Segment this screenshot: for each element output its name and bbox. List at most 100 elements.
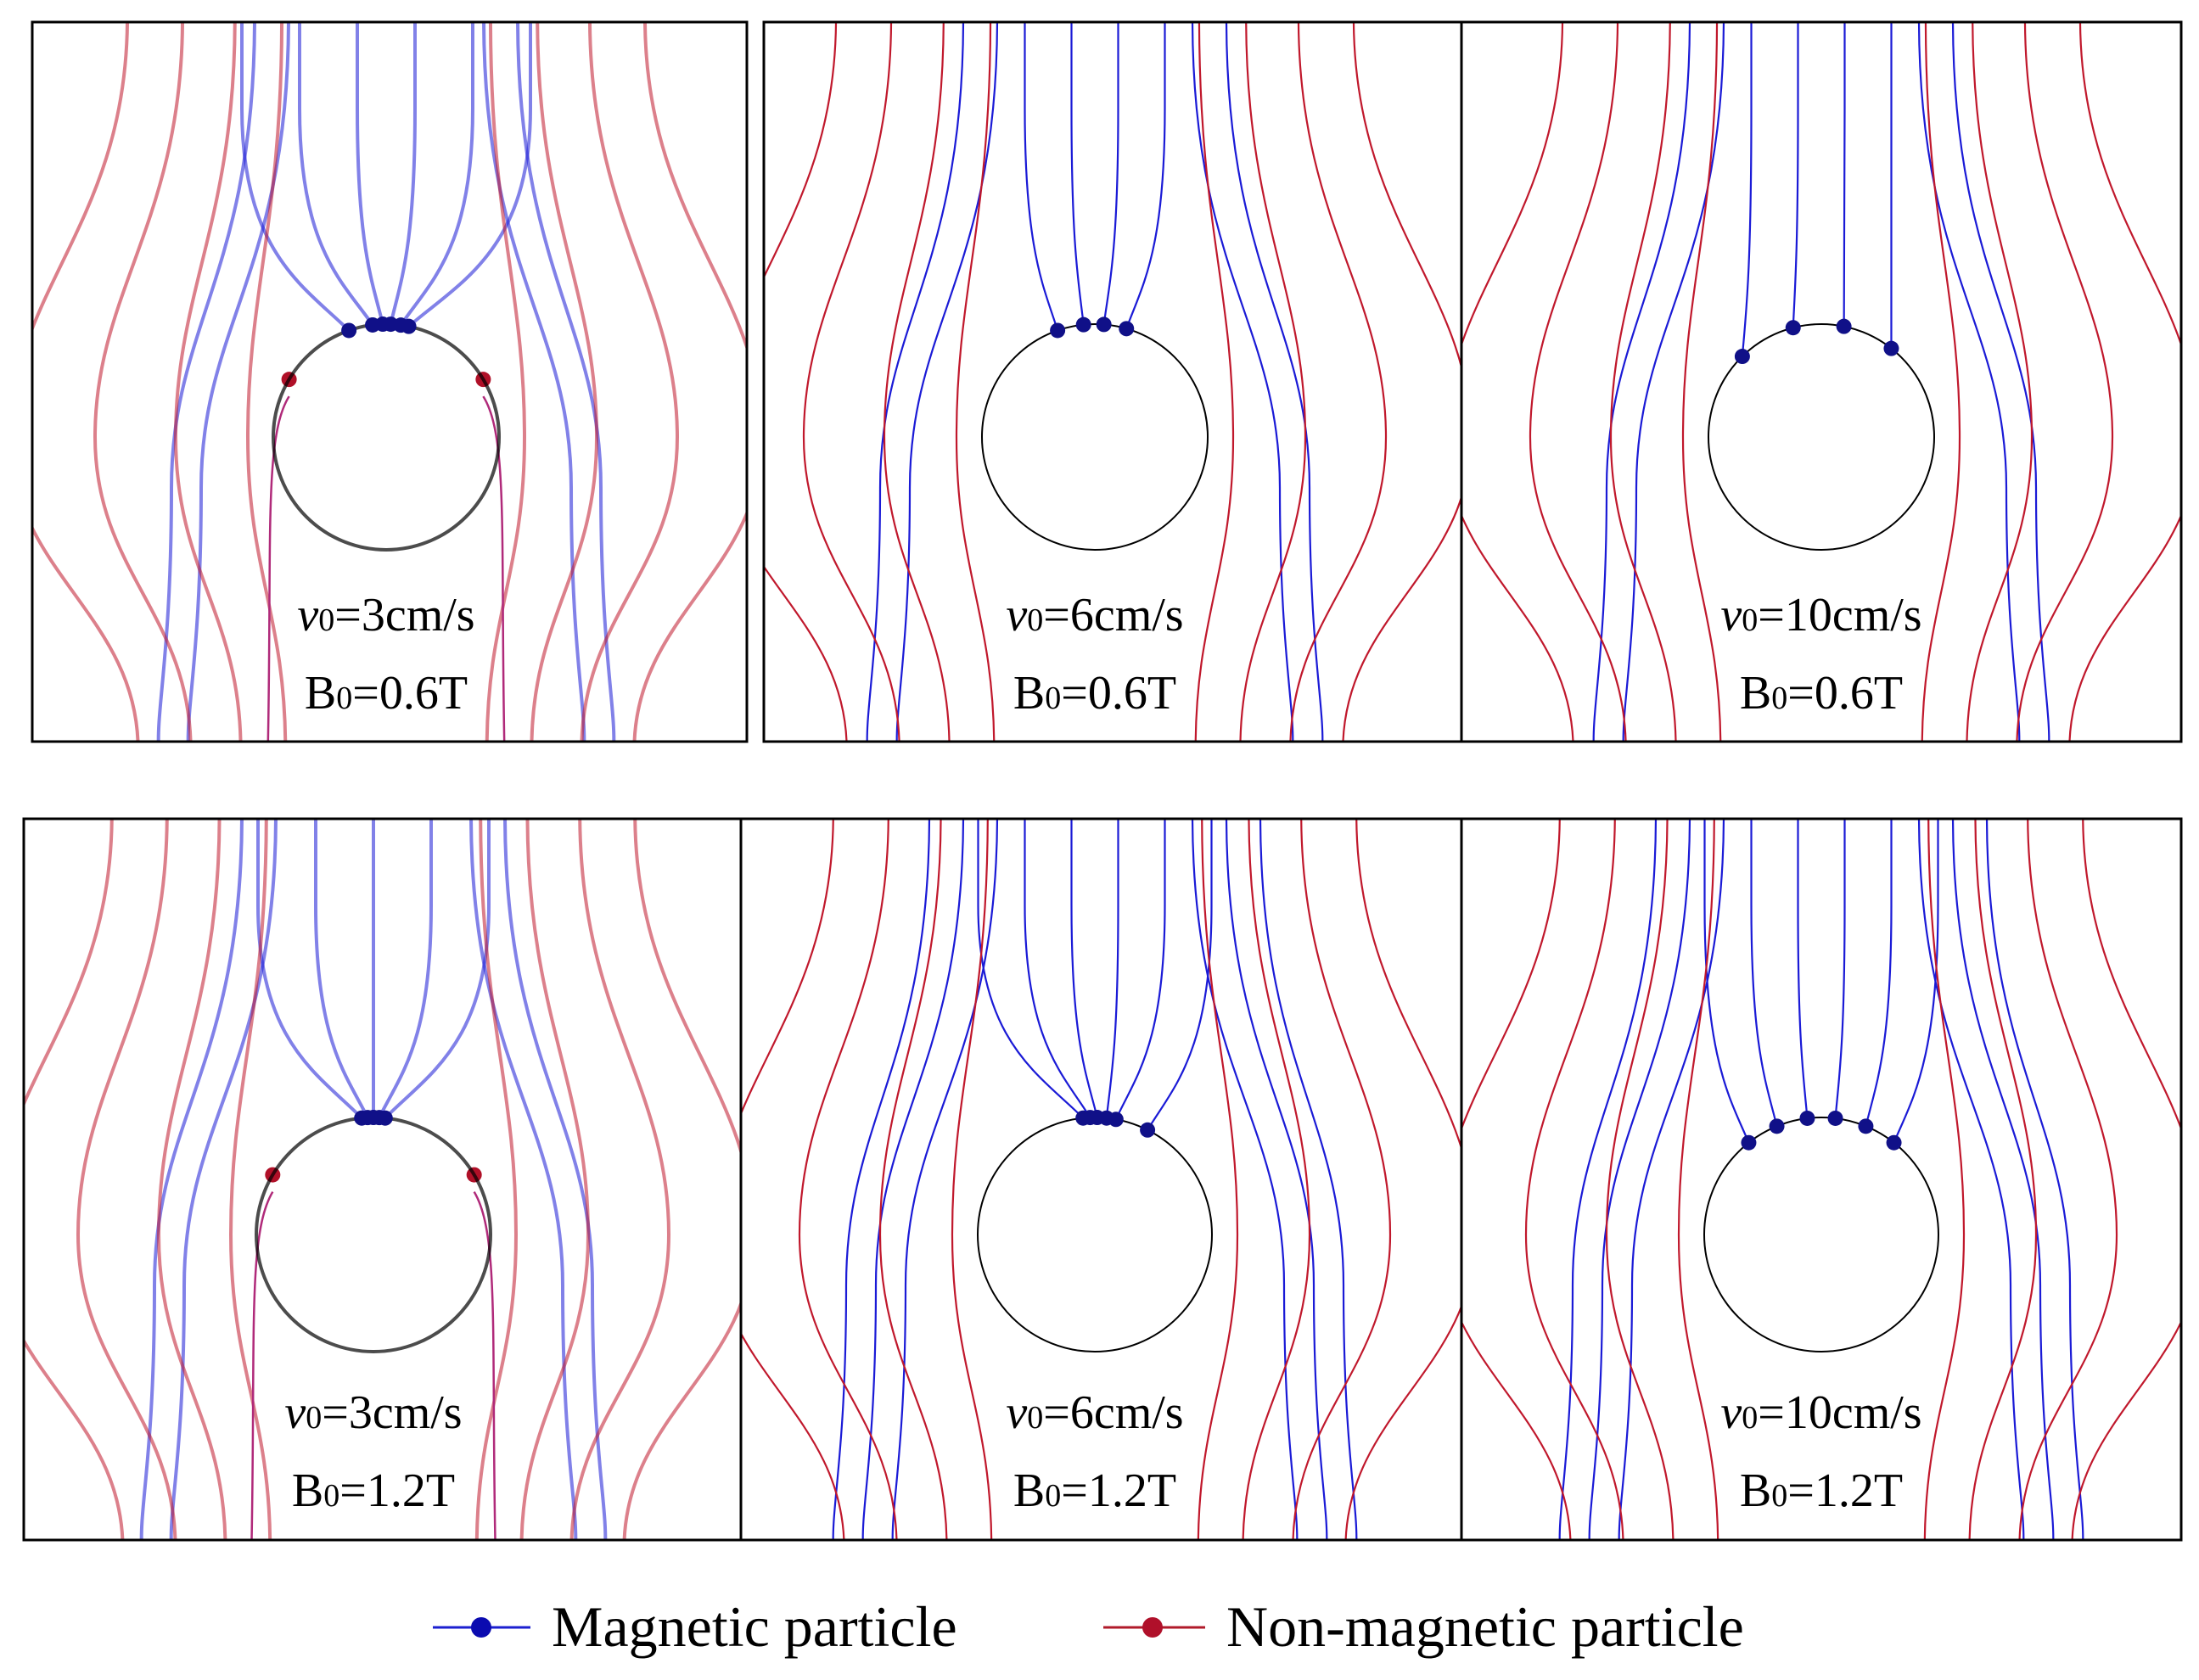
magnetic-trajectory-bypass bbox=[186, 22, 290, 742]
magnetic-trajectory bbox=[314, 819, 369, 1119]
magnetic-trajectory-bypass bbox=[1225, 22, 1324, 742]
velocity-label: v0=10cm/s bbox=[1720, 1386, 1921, 1439]
magnetic-trajectory bbox=[407, 22, 532, 328]
nonmagnetic-trajectory bbox=[1194, 22, 1235, 742]
separation-trajectory bbox=[473, 1190, 496, 1540]
nonmagnetic-trajectory bbox=[245, 22, 288, 742]
panel-c-trajectories bbox=[1461, 22, 2181, 742]
legend-nonmagnetic-marker bbox=[1142, 1617, 1163, 1638]
nonmagnetic-trajectory bbox=[1461, 819, 1572, 1540]
separation-trajectory bbox=[482, 395, 506, 742]
nonmagnetic-trajectory bbox=[632, 22, 747, 742]
magnetic-trajectory-bypass bbox=[482, 22, 586, 742]
nonmagnetic-trajectory bbox=[1342, 22, 1461, 742]
nonmagnetic-trajectory bbox=[2068, 22, 2181, 742]
nonmagnetic-trajectory bbox=[2016, 22, 2114, 742]
magnetic-particle-marker bbox=[1075, 316, 1091, 333]
magnetic-particle-marker bbox=[377, 1110, 393, 1126]
magnetic-particle-marker bbox=[341, 322, 357, 339]
panel-frame bbox=[31, 20, 749, 743]
magnetic-particle-marker bbox=[1119, 321, 1135, 337]
nonmagnetic-trajectory bbox=[2071, 819, 2181, 1540]
nonmagnetic-trajectory bbox=[764, 22, 848, 742]
panel-frame bbox=[1460, 20, 2183, 743]
magnetic-trajectory bbox=[384, 819, 491, 1120]
nonmagnetic-trajectory bbox=[1966, 22, 2034, 742]
panel-a-trajectories bbox=[32, 22, 747, 742]
magnetic-particle-marker bbox=[1050, 322, 1066, 339]
nonmagnetic-trajectory bbox=[1292, 819, 1392, 1540]
nonmagnetic-trajectory bbox=[883, 22, 951, 742]
nonmagnetic-trajectory bbox=[228, 819, 272, 1540]
field-label: B0=0.6T bbox=[305, 667, 468, 720]
magnetic-trajectory bbox=[1147, 819, 1213, 1131]
magnetic-trajectory bbox=[1125, 22, 1166, 329]
magnetic-trajectory-bypass bbox=[1225, 819, 1328, 1540]
magnetic-trajectory bbox=[378, 819, 433, 1119]
nonmagnetic-trajectory bbox=[622, 819, 741, 1540]
legend-magnetic-marker bbox=[471, 1617, 491, 1638]
nonmagnetic-trajectory bbox=[1461, 22, 1574, 742]
cylinder bbox=[1703, 1117, 1939, 1352]
nonmagnetic-trajectory bbox=[485, 22, 527, 742]
nonmagnetic-trajectory bbox=[1968, 819, 2038, 1540]
magnetic-trajectory bbox=[356, 22, 384, 325]
nonmagnetic-trajectory bbox=[1197, 819, 1239, 1540]
nonmagnetic-trajectory bbox=[878, 819, 948, 1540]
nonmagnetic-trajectory bbox=[955, 22, 996, 742]
magnetic-particle-marker bbox=[1096, 316, 1112, 333]
separation-trajectory bbox=[250, 1190, 274, 1540]
nonmagnetic-trajectory bbox=[1681, 22, 1722, 742]
nonmagnetic-trajectory bbox=[1289, 22, 1388, 742]
legend-magnetic: Magnetic particle bbox=[433, 1594, 957, 1659]
magnetic-trajectory-bypass bbox=[1951, 819, 2055, 1540]
nonmagnetic-trajectory bbox=[1921, 22, 1961, 742]
panel-d: v0=3cm/sB0=1.2T bbox=[22, 817, 743, 1542]
legend-nonmagnetic-label: Non-magnetic particle bbox=[1226, 1594, 1744, 1659]
magnetic-trajectory-bypass bbox=[891, 819, 999, 1540]
cylinder bbox=[977, 1117, 1213, 1352]
magnetic-trajectory-bypass bbox=[1558, 819, 1658, 1540]
nonmagnetic-trajectory bbox=[1242, 819, 1311, 1540]
panel-a: v0=3cm/sB0=0.6T bbox=[31, 20, 749, 743]
magnetic-trajectory bbox=[399, 22, 474, 327]
magnetic-trajectory bbox=[256, 819, 363, 1120]
magnetic-particle-marker bbox=[1140, 1122, 1156, 1138]
magnetic-trajectory-bypass bbox=[1917, 819, 2025, 1540]
cylinder bbox=[255, 1116, 492, 1353]
magnetic-particle-marker bbox=[1858, 1118, 1874, 1134]
field-label: B0=1.2T bbox=[1740, 1464, 1903, 1517]
magnetic-trajectory-bypass bbox=[139, 819, 244, 1540]
nonmagnetic-trajectory bbox=[2018, 819, 2118, 1540]
magnetic-trajectory bbox=[1893, 819, 1939, 1144]
field-label: B0=0.6T bbox=[1013, 667, 1176, 720]
magnetic-trajectory-bypass bbox=[1917, 22, 2021, 742]
magnetic-trajectory-bypass bbox=[469, 819, 578, 1540]
cylinder bbox=[272, 322, 501, 552]
magnetic-trajectory bbox=[1070, 819, 1098, 1118]
magnetic-trajectory-bypass bbox=[1618, 819, 1725, 1540]
velocity-label: v0=6cm/s bbox=[1006, 589, 1183, 641]
nonmagnetic-trajectory bbox=[569, 819, 671, 1540]
magnetic-particle-marker bbox=[1836, 318, 1852, 334]
magnetic-trajectory-bypass bbox=[1622, 22, 1725, 742]
nonmagnetic-trajectory bbox=[1609, 22, 1677, 742]
magnetic-trajectory-bypass bbox=[1191, 22, 1294, 742]
magnetic-trajectory bbox=[1070, 22, 1085, 325]
nonmagnetic-trajectory bbox=[93, 22, 193, 742]
magnetic-trajectory-bypass bbox=[861, 819, 965, 1540]
magnetic-particle-marker bbox=[1785, 320, 1801, 336]
panel-e: v0=6cm/sB0=1.2T bbox=[739, 817, 1463, 1542]
magnetic-trajectory bbox=[1834, 819, 1846, 1119]
magnetic-trajectory-bypass bbox=[516, 22, 616, 742]
nonmagnetic-trajectory bbox=[580, 22, 680, 742]
magnetic-trajectory bbox=[1703, 819, 1750, 1144]
magnetic-trajectory bbox=[1114, 819, 1166, 1120]
nonmagnetic-trajectory bbox=[1529, 22, 1627, 742]
separation-trajectory bbox=[266, 395, 290, 742]
magnetic-particle-marker bbox=[1108, 1112, 1124, 1128]
magnetic-trajectory-bypass bbox=[895, 22, 999, 742]
nonmagnetic-trajectory bbox=[24, 819, 125, 1540]
nonmagnetic-trajectory bbox=[741, 819, 845, 1540]
